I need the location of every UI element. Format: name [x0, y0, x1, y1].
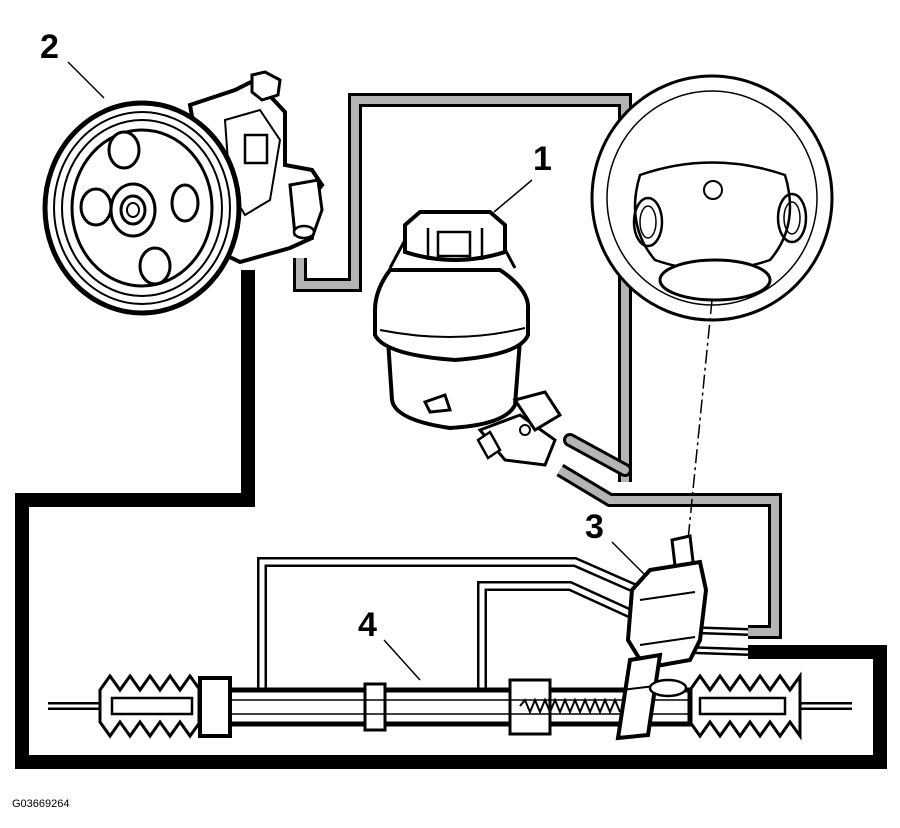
power-steering-pump [42, 70, 325, 316]
callout-steering-rack: 4 [358, 606, 377, 644]
steering-wheel [590, 74, 834, 541]
callout-steering-valve: 3 [585, 508, 604, 546]
return-line-valve [556, 463, 782, 639]
pressure-line [15, 270, 887, 769]
steering-valve [615, 534, 709, 741]
reservoir-outlet-hose [563, 433, 632, 477]
fluid-reservoir [373, 210, 563, 467]
figure-code: G03669264 [12, 798, 70, 810]
rack-hydraulic-lines [257, 557, 749, 690]
callout-reservoir: 1 [533, 140, 552, 178]
callout-pump: 2 [40, 28, 59, 66]
leader-lines [67, 61, 647, 681]
steering-rack [48, 671, 852, 741]
